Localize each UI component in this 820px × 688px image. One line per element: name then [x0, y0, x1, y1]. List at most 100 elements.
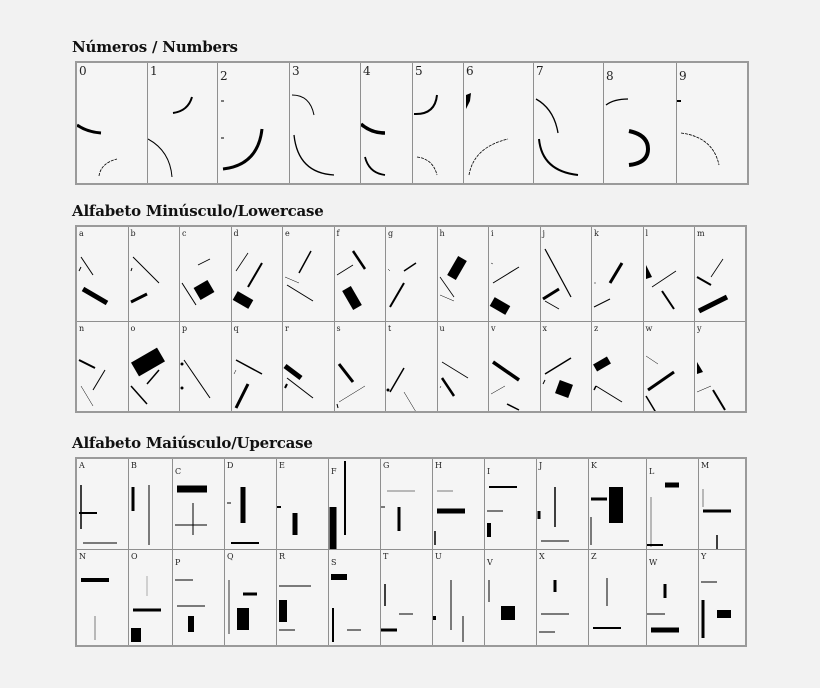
- uppercase-section-title: Alfabeto Maiúsculo/Upercase: [72, 434, 313, 452]
- number-cell-3: 3: [290, 63, 361, 183]
- cell-label: X: [539, 552, 545, 561]
- cell-label: m: [697, 229, 705, 238]
- cell-label: d: [233, 229, 239, 238]
- glyph-n-icon: [78, 359, 106, 407]
- cell-label: v: [491, 324, 496, 333]
- glyph-8-icon: [605, 98, 651, 167]
- uppercase-cell-Y: Y: [699, 550, 749, 645]
- cell-label: t: [388, 324, 392, 333]
- lowercase-cell-z: z: [592, 322, 644, 411]
- glyph-A-icon: [79, 485, 117, 544]
- uppercase-cell-X: X: [537, 550, 589, 645]
- glyph-x-icon: [542, 357, 573, 398]
- glyph-T-icon: [381, 584, 413, 632]
- cell-label: b: [130, 229, 136, 238]
- glyph-X-icon: [539, 580, 569, 633]
- lowercase-cell-e: e: [283, 227, 335, 321]
- cell-label: B: [131, 461, 137, 470]
- uppercase-cell-G: G: [381, 459, 433, 549]
- glyph-O-icon: [131, 576, 161, 642]
- uppercase-cell-C: C: [173, 459, 225, 549]
- glyph-m-icon: [696, 258, 729, 314]
- uppercase-cell-L: L: [647, 459, 699, 549]
- glyph-g-icon: [387, 262, 417, 308]
- number-cell-1: 1: [148, 63, 218, 183]
- cell-label: R: [279, 552, 286, 561]
- glyph-1-icon: [148, 96, 193, 178]
- number-cell-8: 8: [604, 63, 677, 183]
- cell-label: A: [79, 461, 85, 470]
- lowercase-cell-k: k: [592, 227, 644, 321]
- row-divider: [77, 549, 745, 550]
- cell-label: T: [383, 552, 389, 561]
- glyph-Z-icon: [593, 578, 621, 629]
- glyph-0-icon: [77, 123, 118, 177]
- cell-label: r: [285, 324, 289, 333]
- cell-label: u: [439, 324, 445, 333]
- glyph-U-icon: [433, 580, 464, 642]
- lowercase-cell-r: r: [283, 322, 335, 411]
- lowercase-cell-u: u: [438, 322, 489, 411]
- uppercase-cell-B: B: [129, 459, 173, 549]
- cell-label: D: [227, 461, 234, 470]
- glyph-N-icon: [81, 578, 109, 640]
- cell-label: c: [182, 229, 187, 238]
- cell-label: 1: [150, 64, 158, 78]
- number-cell-6: 6: [464, 63, 534, 183]
- lowercase-cell-y: y: [695, 322, 747, 411]
- cell-label: Q: [227, 552, 234, 561]
- cell-label: 8: [606, 69, 614, 83]
- glyph-H-icon: [434, 490, 465, 545]
- uppercase-cell-J: J: [537, 459, 589, 549]
- glyph-c-icon: [181, 258, 215, 306]
- cell-label: 9: [679, 69, 687, 83]
- glyph-P-icon: [175, 579, 205, 632]
- cell-label: M: [701, 461, 710, 470]
- cell-label: C: [175, 467, 182, 476]
- cell-label: f: [336, 229, 340, 238]
- glyph-F-icon: [329, 461, 346, 549]
- lowercase-cell-s: s: [335, 322, 386, 411]
- glyph-V-icon: [488, 580, 515, 620]
- cell-label: Y: [701, 552, 707, 561]
- cell-label: O: [131, 552, 138, 561]
- cell-label: w: [645, 324, 653, 333]
- cell-label: i: [491, 229, 494, 238]
- cell-label: j: [542, 229, 545, 238]
- cell-label: 6: [466, 64, 474, 78]
- cell-label: K: [591, 461, 597, 470]
- glyph-S-icon: [331, 574, 361, 642]
- lowercase-cell-v: v: [489, 322, 541, 411]
- lowercase-cell-b: b: [129, 227, 180, 321]
- glyph-Q-icon: [228, 580, 257, 634]
- lowercase-cell-p: p: [180, 322, 232, 411]
- number-cell-0: 0: [77, 63, 148, 183]
- glyph-J-icon: [537, 487, 569, 542]
- glyph-K-icon: [590, 487, 623, 545]
- cell-label: F: [331, 467, 337, 476]
- uppercase-cell-I: I: [485, 459, 537, 549]
- glyph-t-icon: [386, 367, 416, 411]
- glyph-s-icon: [336, 363, 365, 409]
- cell-label: 7: [536, 64, 544, 78]
- glyph-i-icon: [489, 262, 520, 315]
- uppercase-cell-Z: Z: [589, 550, 647, 645]
- number-cell-9: 9: [677, 63, 747, 183]
- glyph-R-icon: [279, 585, 311, 631]
- lowercase-cell-q: q: [232, 322, 283, 411]
- lowercase-cell-w: w: [644, 322, 695, 411]
- glyph-3-icon: [291, 94, 335, 176]
- glyph-p-icon: [180, 359, 211, 399]
- lowercase-cell-a: a: [77, 227, 129, 321]
- glyph-M-icon: [702, 489, 731, 549]
- cell-label: e: [285, 229, 290, 238]
- glyph-e-icon: [284, 250, 314, 302]
- glyph-I-icon: [487, 486, 517, 537]
- uppercase-cell-M: M: [699, 459, 749, 549]
- glyph-b-icon: [129, 256, 159, 304]
- glyph-h-icon: [439, 255, 467, 302]
- lowercase-cell-t: t: [386, 322, 438, 411]
- lowercase-cell-g: g: [386, 227, 438, 321]
